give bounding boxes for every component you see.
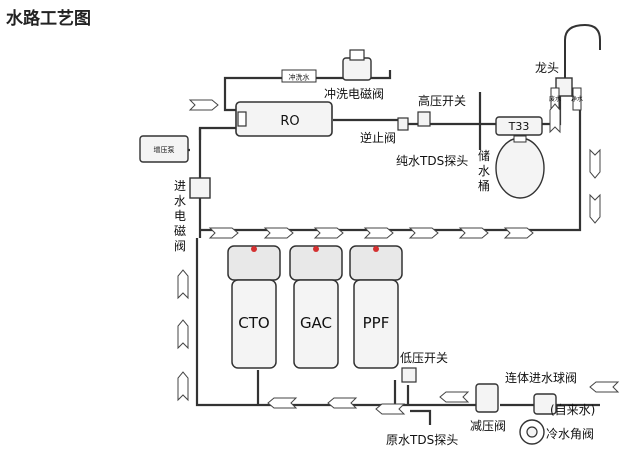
booster-pump: 增压泵: [139, 135, 189, 163]
svg-text:储水桶: 储水桶: [478, 148, 490, 193]
label-low-pressure-switch: 低压开关: [400, 351, 448, 365]
flow-arrow-icon: [503, 227, 534, 239]
label-tap-water: (自来水): [550, 403, 595, 417]
flow-arrow-icon: [549, 103, 561, 134]
page-title: 水路工艺图: [6, 9, 91, 29]
integrated-ball-valve: [533, 393, 557, 415]
label-angle-valve: 冷水角阀: [546, 427, 594, 441]
flow-arrow-icon: [188, 99, 219, 111]
ro-label: RO: [280, 114, 299, 129]
label-faucet: 龙头: [535, 61, 559, 75]
flow-arrow-icon: [327, 397, 358, 409]
flow-arrow-icon: [208, 227, 239, 239]
pressure-reducing-valve: [475, 383, 499, 413]
filter-label-cto: CTO: [238, 314, 269, 332]
flow-arrow-icon: [375, 403, 406, 415]
flow-arrow-icon: [439, 391, 470, 403]
label-inlet-valve: 进水电磁阀: [174, 179, 186, 253]
t33-label: T33: [508, 120, 530, 133]
label-check-valve: 逆止阀: [360, 130, 396, 145]
flow-arrow-icon: [589, 193, 601, 224]
pipe-raw-tds: [410, 409, 432, 425]
flow-arrow-icon: [177, 319, 189, 350]
label-high-pressure-switch: 高压开关: [418, 93, 466, 108]
svg-text:进水电磁阀: 进水电磁阀: [174, 179, 186, 253]
filter-label-gac: GAC: [300, 314, 332, 332]
flow-arrow-icon: [363, 227, 394, 239]
inlet-solenoid-valve: [189, 177, 211, 199]
flow-arrow-icon: [177, 269, 189, 300]
label-pressure-reducer: 减压阀: [470, 419, 506, 433]
flush-water-tag: 冲洗水: [281, 69, 317, 83]
pipe-ro-out: [333, 118, 428, 126]
t33-filter: T33: [495, 116, 543, 136]
flow-arrow-icon: [589, 148, 601, 179]
ro-membrane: RO: [235, 101, 333, 137]
faucet: [555, 23, 601, 97]
flow-arrow-icon: [313, 227, 344, 239]
filter-housings: CTO GAC PPF: [227, 245, 403, 369]
pump-label: 增压泵: [154, 145, 175, 154]
flow-arrow-icon: [408, 227, 439, 239]
filter-label-ppf: PPF: [363, 314, 390, 332]
filter-ppf: [349, 245, 403, 369]
flush-tag-label: 冲洗水: [289, 73, 310, 82]
label-raw-tds: 原水TDS探头: [386, 433, 458, 447]
label-flush-valve: 冲洗电磁阀: [324, 86, 384, 101]
storage-tank: [495, 135, 545, 199]
pure-water-tag: 净水: [571, 87, 583, 111]
label-tank: 储水桶: [478, 148, 490, 193]
pipe-ro-waste: [223, 92, 236, 112]
filter-gac: [289, 245, 343, 369]
pure-tag-label: 净水: [571, 95, 583, 103]
labels: 龙头 冲洗电磁阀 高压开关 逆止阀 纯水TDS探头 储水桶 进水电磁阀 低压开关…: [174, 61, 595, 447]
waste-tag-label: 废水: [549, 95, 561, 103]
label-pure-tds: 纯水TDS探头: [396, 154, 468, 168]
high-pressure-switch: [417, 111, 431, 127]
low-pressure-switch: [401, 367, 417, 383]
flow-arrow-icon: [263, 227, 294, 239]
cold-water-angle-valve: [519, 419, 545, 445]
flow-arrow-icon: [589, 381, 620, 393]
flush-solenoid-valve: [342, 49, 372, 81]
check-valve: [397, 117, 409, 131]
flow-arrow-icon: [177, 371, 189, 402]
flow-arrow-icon: [267, 397, 298, 409]
filter-cto: [227, 245, 281, 369]
label-ball-valve: 连体进水球阀: [505, 370, 577, 385]
pipe-left-bottom: [195, 238, 258, 407]
flow-arrow-icon: [458, 227, 489, 239]
flow-arrows: [177, 99, 620, 415]
